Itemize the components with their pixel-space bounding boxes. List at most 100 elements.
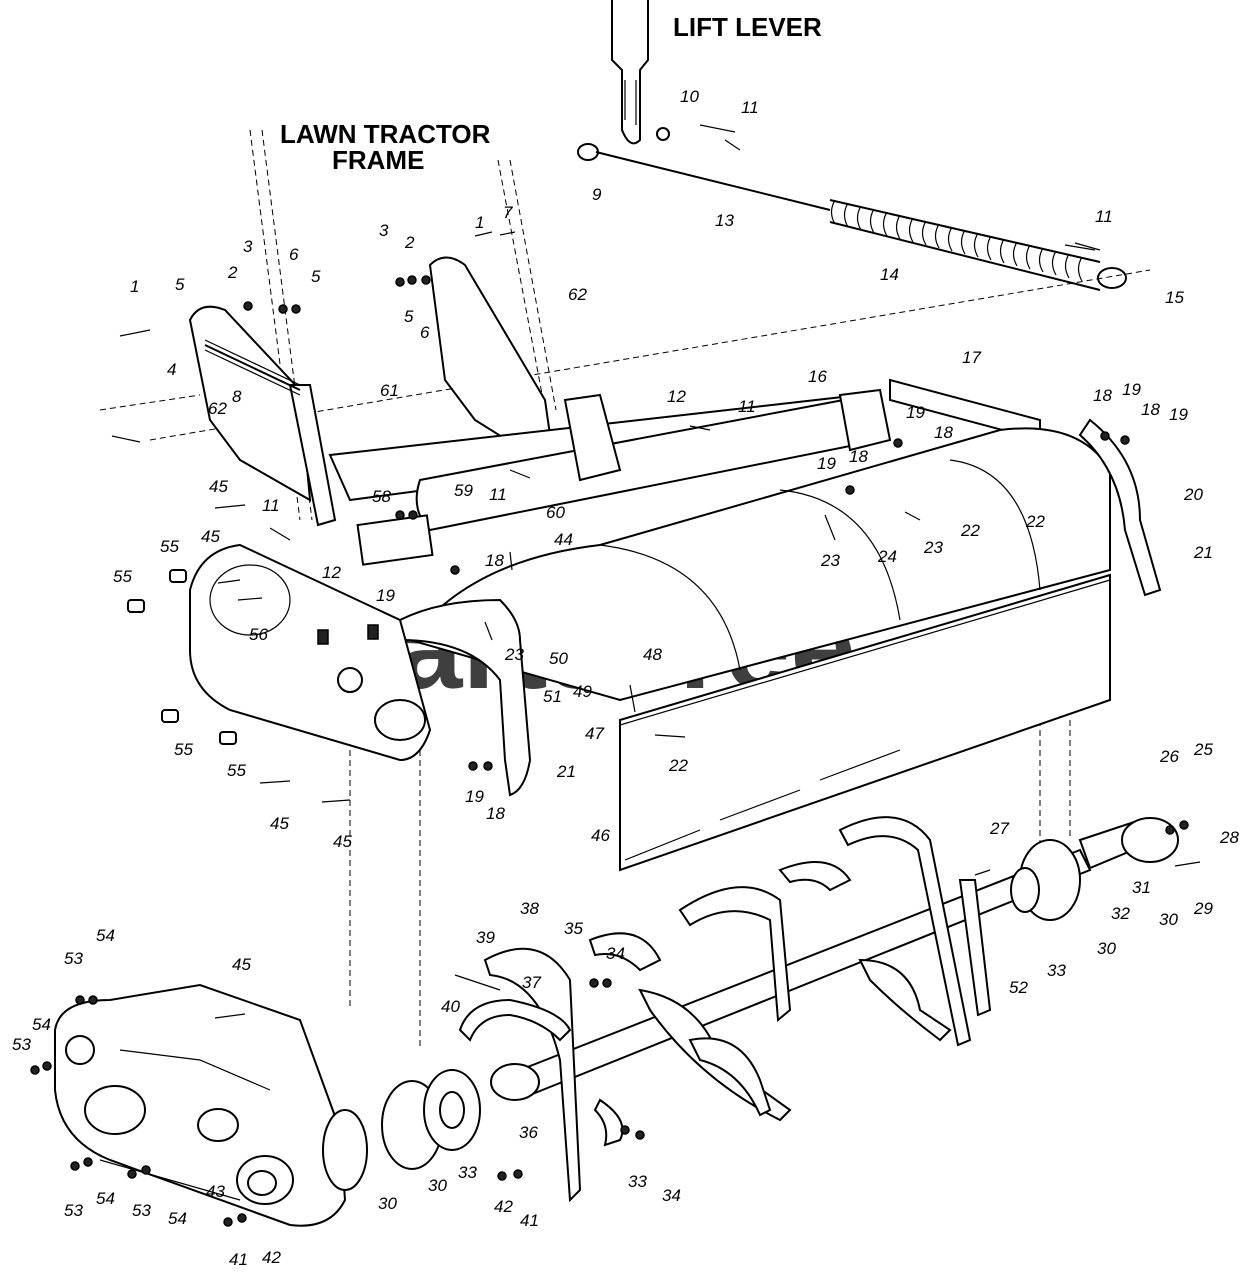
tine-hood <box>399 378 1162 797</box>
part-callout-28: 28 <box>1219 828 1239 847</box>
part-callout-41: 41 <box>229 1250 248 1269</box>
rear-deflector <box>619 573 1111 872</box>
part-callout-5: 5 <box>175 275 185 294</box>
part-callout-20: 20 <box>1183 485 1203 504</box>
part-callout-60: 60 <box>546 503 565 522</box>
part-callout-15: 15 <box>1165 288 1184 307</box>
part-callout-34: 34 <box>606 944 625 963</box>
part-callout-2: 2 <box>227 263 238 282</box>
part-callout-50: 50 <box>549 649 568 668</box>
hardware <box>30 139 1201 1227</box>
part-callout-30: 30 <box>1097 939 1116 958</box>
part-callout-45: 45 <box>209 477 228 496</box>
tine-shaft <box>490 817 1179 1101</box>
part-callout-54: 54 <box>32 1015 51 1034</box>
part-callout-53: 53 <box>64 1201 83 1220</box>
part-callout-51: 51 <box>543 687 562 706</box>
part-callout-18: 18 <box>486 804 505 823</box>
part-callout-35: 35 <box>564 919 583 938</box>
part-callout-19: 19 <box>465 787 484 806</box>
part-callout-9: 9 <box>592 185 602 204</box>
part-callout-11: 11 <box>741 98 759 117</box>
part-callout-48: 48 <box>643 645 662 664</box>
part-callout-1: 1 <box>130 277 139 296</box>
lift-lever <box>611 0 649 145</box>
part-callout-12: 12 <box>322 563 341 582</box>
part-callout-33: 33 <box>1047 961 1066 980</box>
part-callout-42: 42 <box>494 1197 513 1216</box>
lawn-tractor-frame-title-line2: FRAME <box>332 145 424 175</box>
part-callout-18: 18 <box>849 447 868 466</box>
spring <box>829 199 1127 291</box>
part-callout-4: 4 <box>167 360 176 379</box>
part-callout-6: 6 <box>289 245 299 264</box>
gearbox <box>54 983 347 1227</box>
part-callout-30: 30 <box>378 1194 397 1213</box>
lawn-tractor-frame-title-line1: LAWN TRACTOR <box>280 119 491 149</box>
part-callout-14: 14 <box>880 265 899 284</box>
part-callout-34: 34 <box>662 1186 681 1205</box>
part-callout-33: 33 <box>458 1163 477 1182</box>
part-callout-62: 62 <box>208 399 227 418</box>
part-callout-19: 19 <box>1122 380 1141 399</box>
part-callout-39: 39 <box>476 928 495 947</box>
part-callout-46: 46 <box>591 826 610 845</box>
part-callout-3: 3 <box>379 221 389 240</box>
lift-rod <box>577 124 831 211</box>
part-callout-54: 54 <box>168 1209 187 1228</box>
part-callout-5: 5 <box>311 267 321 286</box>
part-callout-55: 55 <box>160 537 179 556</box>
part-callout-24: 24 <box>877 547 897 566</box>
frame-reference-lines <box>99 129 1151 1050</box>
part-callout-44: 44 <box>554 530 573 549</box>
cross-tube <box>328 388 892 566</box>
left-lift-plate <box>188 305 337 527</box>
part-callout-6: 6 <box>420 323 430 342</box>
lift-lever-title: LIFT LEVER <box>673 12 822 42</box>
part-callout-59: 59 <box>454 481 473 500</box>
part-callout-22: 22 <box>960 521 980 540</box>
part-callout-18: 18 <box>1093 386 1112 405</box>
part-callout-19: 19 <box>906 403 925 422</box>
part-callout-21: 21 <box>1193 543 1213 562</box>
part-callout-10: 10 <box>680 87 699 106</box>
part-callout-53: 53 <box>12 1035 31 1054</box>
part-callout-53: 53 <box>64 949 83 968</box>
part-callout-11: 11 <box>262 496 280 515</box>
flanges <box>322 1069 481 1191</box>
part-callout-55: 55 <box>113 567 132 586</box>
part-callout-56: 56 <box>249 625 268 644</box>
part-callout-43: 43 <box>206 1182 225 1201</box>
part-callout-13: 13 <box>715 211 734 230</box>
part-callout-7: 7 <box>503 203 513 222</box>
part-callout-37: 37 <box>522 973 541 992</box>
part-callout-61: 61 <box>380 381 399 400</box>
part-callout-23: 23 <box>923 538 943 557</box>
part-callout-30: 30 <box>428 1176 447 1195</box>
spacers <box>127 569 237 745</box>
part-callout-32: 32 <box>1111 904 1130 923</box>
side-plate <box>189 543 432 762</box>
part-callout-8: 8 <box>232 387 242 406</box>
part-callout-27: 27 <box>989 819 1009 838</box>
part-callout-26: 26 <box>1159 747 1179 766</box>
part-callout-41: 41 <box>520 1211 539 1230</box>
part-callout-49: 49 <box>573 682 592 701</box>
part-callout-21: 21 <box>556 762 576 781</box>
part-callout-31: 31 <box>1132 878 1151 897</box>
part-callout-18: 18 <box>1141 400 1160 419</box>
part-callout-11: 11 <box>1095 207 1113 226</box>
part-callout-53: 53 <box>132 1201 151 1220</box>
part-callout-19: 19 <box>1169 405 1188 424</box>
part-callout-52: 52 <box>1009 978 1028 997</box>
part-callout-47: 47 <box>585 724 604 743</box>
part-callout-12: 12 <box>667 387 686 406</box>
part-callout-17: 17 <box>962 348 981 367</box>
part-callout-40: 40 <box>441 997 460 1016</box>
part-callout-16: 16 <box>808 367 827 386</box>
part-callout-54: 54 <box>96 926 115 945</box>
part-callout-45: 45 <box>333 832 352 851</box>
part-callout-18: 18 <box>485 551 504 570</box>
